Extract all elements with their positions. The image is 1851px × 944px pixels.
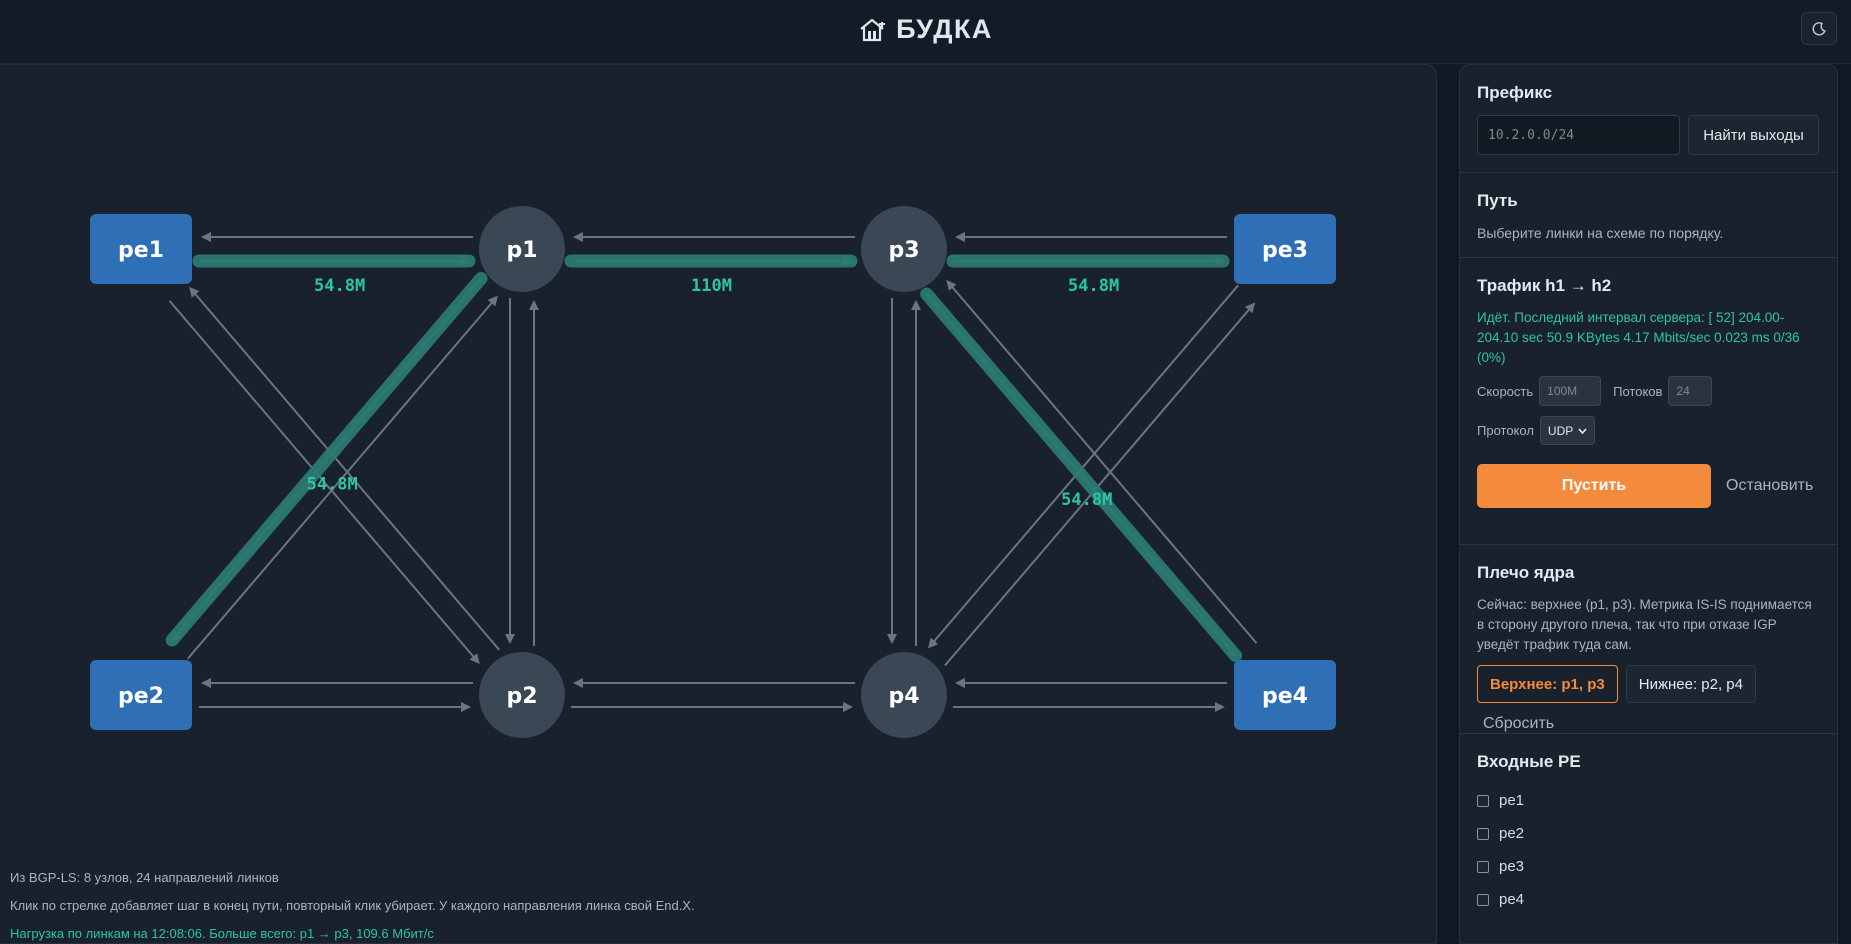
prefix-input[interactable]: 10.2.0.0/24 — [1477, 115, 1680, 155]
core-upper-button[interactable]: Верхнее: p1, p3 — [1477, 665, 1618, 703]
core-section: Плечо ядра Сейчас: верхнее (p1, p3). Мет… — [1460, 545, 1837, 734]
link-arrow-p2-pe1[interactable] — [189, 286, 501, 651]
node-pe2[interactable]: pe2 — [90, 660, 192, 730]
path-hint: Выберите линки на схеме по порядку. — [1477, 225, 1724, 241]
protocol-select[interactable]: UDP — [1539, 416, 1596, 445]
ingress-title: Входные PE — [1477, 752, 1581, 771]
core-lower-button[interactable]: Нижнее: p2, p4 — [1625, 665, 1756, 703]
node-p1[interactable]: p1 — [479, 206, 565, 292]
core-title: Плечо ядра — [1477, 563, 1575, 582]
side-panel: Префикс 10.2.0.0/24 Найти выходы Путь Вы… — [1459, 64, 1838, 944]
load-summary: Нагрузка по линкам на 12:08:06. Больше в… — [10, 926, 434, 941]
link-arrow-pe3-p4[interactable] — [928, 284, 1239, 649]
house-icon — [860, 18, 886, 41]
ingress-item-pe1[interactable]: pe1 — [1477, 784, 1820, 817]
link-arrows[interactable] — [168, 232, 1258, 712]
chevron-down-icon — [1578, 427, 1587, 434]
path-title: Путь — [1477, 191, 1518, 210]
speed-input[interactable]: 100M — [1539, 376, 1602, 406]
node-label: p1 — [506, 238, 537, 263]
topology-summary: Из BGP-LS: 8 узлов, 24 направлений линко… — [10, 870, 279, 885]
node-pe4[interactable]: pe4 — [1234, 660, 1336, 730]
checkbox[interactable] — [1477, 893, 1489, 906]
node-label: p2 — [506, 684, 537, 709]
run-button[interactable]: Пустить — [1477, 464, 1711, 508]
node-pe3[interactable]: pe3 — [1234, 214, 1336, 284]
topology-graph[interactable]: 54.8M 110M 54.8M 54.8M 54.8M pe1 p1 p3 pe3 pe2 p2 p… — [0, 65, 1437, 944]
moon-icon — [1812, 21, 1826, 35]
load-label: 54.8M — [314, 276, 365, 296]
find-exits-button[interactable]: Найти выходы — [1688, 115, 1819, 155]
ingress-section: Входные PE pe1 pe2 pe3 pe4 — [1460, 734, 1837, 932]
node-label: pe1 — [118, 238, 164, 263]
node-p2[interactable]: p2 — [479, 652, 565, 738]
core-reset-button[interactable]: Сбросить — [1483, 715, 1555, 732]
link-arrow-pe4-p3[interactable] — [946, 279, 1258, 644]
speed-label: Скорость — [1477, 383, 1534, 399]
traffic-section: Трафик h1 → h2 Идёт. Последний интервал … — [1460, 258, 1837, 545]
checkbox[interactable] — [1477, 794, 1489, 807]
checkbox[interactable] — [1477, 827, 1489, 840]
load-label: 54.8M — [1068, 276, 1119, 296]
topology-canvas[interactable]: 54.8M 110M 54.8M 54.8M 54.8M pe1 p1 p3 pe3 pe2 p2 p… — [0, 64, 1437, 944]
link-loads: 54.8M 110M 54.8M 54.8M 54.8M — [165, 254, 1243, 663]
protocol-value: UDP — [1547, 423, 1574, 438]
app-header: БУДКА — [0, 0, 1851, 64]
load-line-p3-pe4 — [920, 287, 1243, 663]
checkbox[interactable] — [1477, 860, 1489, 873]
ingress-item-pe2[interactable]: pe2 — [1477, 817, 1820, 850]
node-label: p4 — [888, 684, 919, 709]
theme-toggle-button[interactable] — [1801, 12, 1837, 45]
streams-input[interactable]: 24 — [1668, 376, 1713, 406]
traffic-title: Трафик h1 → h2 — [1477, 276, 1612, 295]
stop-button[interactable]: Остановить — [1726, 477, 1814, 494]
node-p3[interactable]: p3 — [861, 206, 947, 292]
path-section: Путь Выберите линки на схеме по порядку. — [1460, 173, 1837, 258]
node-label: p3 — [888, 238, 919, 263]
node-label: pe2 — [118, 684, 164, 709]
link-arrow-p4-pe3[interactable] — [944, 302, 1256, 667]
streams-label: Потоков — [1613, 383, 1663, 399]
node-label: pe3 — [1262, 238, 1308, 263]
link-arrow-pe1-p2[interactable] — [168, 300, 480, 665]
link-arrow-pe2-p1[interactable] — [187, 295, 498, 660]
node-pe1[interactable]: pe1 — [90, 214, 192, 284]
load-label: 54.8M — [1061, 490, 1112, 510]
load-label: 110M — [691, 276, 732, 296]
prefix-section: Префикс 10.2.0.0/24 Найти выходы — [1460, 65, 1837, 173]
node-label: pe4 — [1262, 684, 1308, 709]
protocol-label: Протокол — [1477, 423, 1534, 438]
prefix-title: Префикс — [1477, 83, 1553, 102]
traffic-status: Идёт. Последний интервал сервера: [ 52] … — [1477, 310, 1800, 365]
brand: БУДКА — [0, 14, 1851, 45]
app-title: БУДКА — [896, 14, 993, 44]
load-line-p1-pe2 — [165, 271, 488, 647]
ingress-item-pe3[interactable]: pe3 — [1477, 850, 1820, 883]
core-desc: Сейчас: верхнее (p1, p3). Метрика IS-IS … — [1477, 597, 1812, 652]
topology-hint: Клик по стрелке добавляет шаг в конец пу… — [10, 898, 695, 913]
load-label: 54.8M — [307, 474, 358, 494]
ingress-item-pe4[interactable]: pe4 — [1477, 883, 1820, 916]
node-p4[interactable]: p4 — [861, 652, 947, 738]
